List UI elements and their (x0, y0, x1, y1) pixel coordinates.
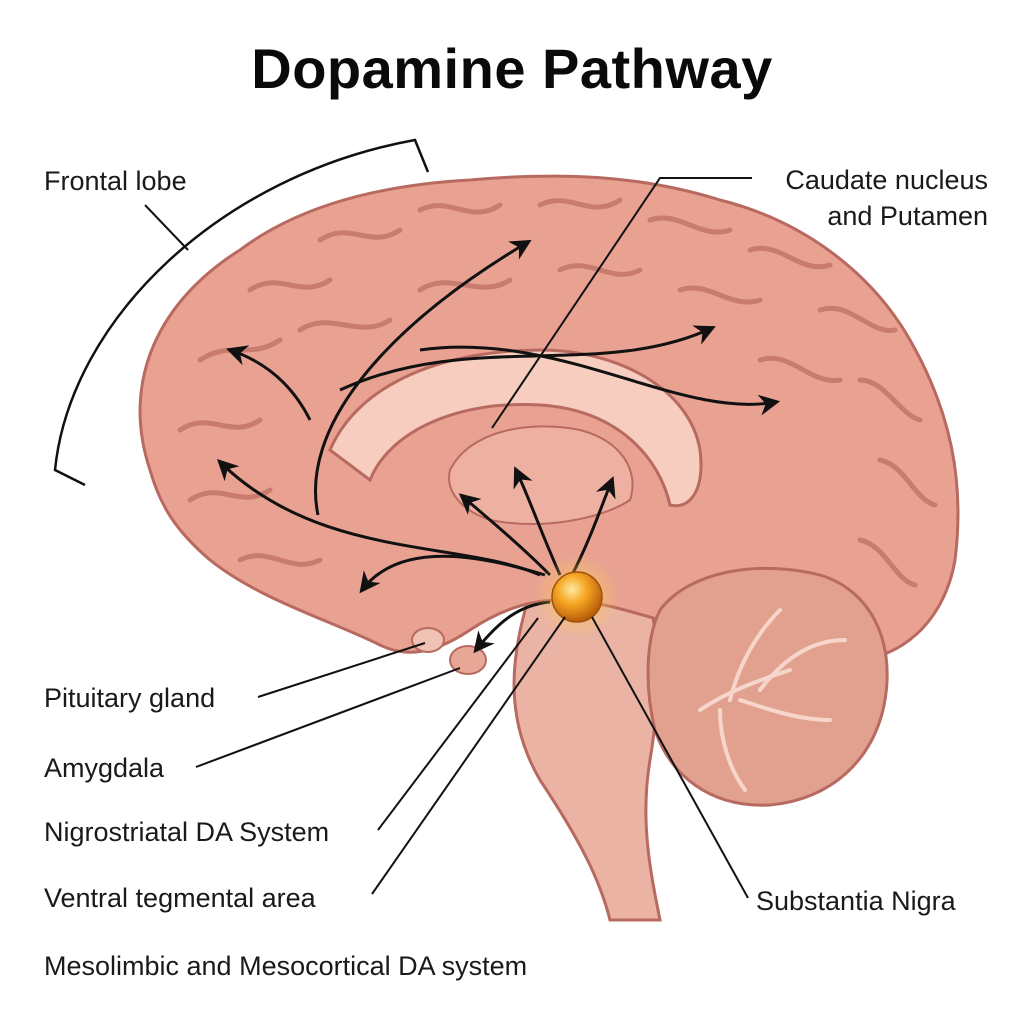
label-frontal-lobe: Frontal lobe (44, 166, 187, 196)
label-amygdala: Amygdala (44, 753, 165, 783)
leader-nigrostriatal (377, 617, 539, 831)
brainstem (512, 598, 662, 922)
label-mesolimbic: Mesolimbic and Mesocortical DA system (44, 951, 528, 981)
label-caudate-line2: and Putamen (827, 201, 988, 231)
leader-pituitary (257, 642, 426, 698)
thalamus (448, 425, 634, 525)
leader-lines (195, 177, 752, 899)
corpus-callosum (328, 348, 703, 508)
cerebrum (138, 174, 960, 662)
leader-substantia (591, 616, 749, 899)
page-title: Dopamine Pathway (251, 37, 773, 100)
leader-vta (371, 616, 566, 895)
label-caudate-line1: Caudate nucleus (785, 165, 988, 195)
arrow-to-occipital (419, 345, 781, 416)
leader-caudate (491, 177, 752, 429)
arrow-to-frontal-top (314, 239, 532, 516)
arrow-to-frontal-upper (226, 345, 312, 421)
cerebellum (646, 566, 889, 807)
label-vta: Ventral tegmental area (44, 883, 316, 913)
frontal-lobe-bracket (53, 138, 430, 487)
dopamine-nucleus (551, 571, 603, 623)
pituitary-gland-shape (411, 627, 445, 653)
label-pituitary-gland: Pituitary gland (44, 683, 216, 713)
label-nigrostriatal: Nigrostriatal DA System (44, 817, 330, 847)
arrow-to-orbital (359, 554, 546, 594)
arrow-to-striatum-2 (513, 466, 562, 576)
cerebellum-arbor (698, 608, 847, 792)
leader-amygdala (195, 667, 461, 768)
dopamine-arrows (216, 239, 781, 654)
frontal-lobe-leader (144, 204, 189, 251)
arrow-to-parietal (339, 325, 716, 392)
label-substantia-nigra: Substantia Nigra (756, 886, 956, 916)
arrow-to-striatum-1 (458, 493, 552, 577)
